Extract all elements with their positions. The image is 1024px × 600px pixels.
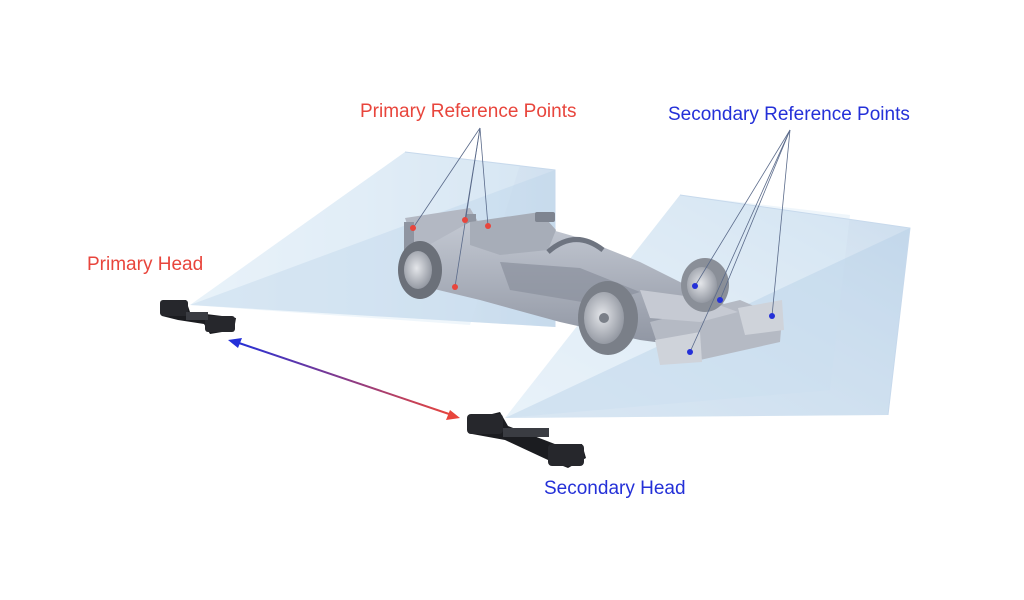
primary-ref-point	[462, 217, 468, 223]
secondary-ref-point	[687, 349, 693, 355]
primary-ref-point	[485, 223, 491, 229]
primary-ref-point	[452, 284, 458, 290]
secondary-head-sensor-icon	[467, 412, 586, 468]
secondary-ref-point	[717, 297, 723, 303]
primary-ref-point	[410, 225, 416, 231]
secondary-ref-point	[692, 283, 698, 289]
secondary-reference-points	[687, 129, 791, 355]
head-link-double-arrow-icon	[228, 338, 460, 420]
secondary-ref-point	[769, 313, 775, 319]
secondary-head-label: Secondary Head	[544, 478, 686, 499]
primary-reference-points	[410, 127, 491, 290]
primary-head-label: Primary Head	[87, 254, 204, 275]
secondary-reference-points-label: Secondary Reference Points	[668, 104, 910, 125]
primary-head-sensor-icon	[160, 300, 236, 334]
primary-reference-points-label: Primary Reference Points	[360, 101, 577, 122]
